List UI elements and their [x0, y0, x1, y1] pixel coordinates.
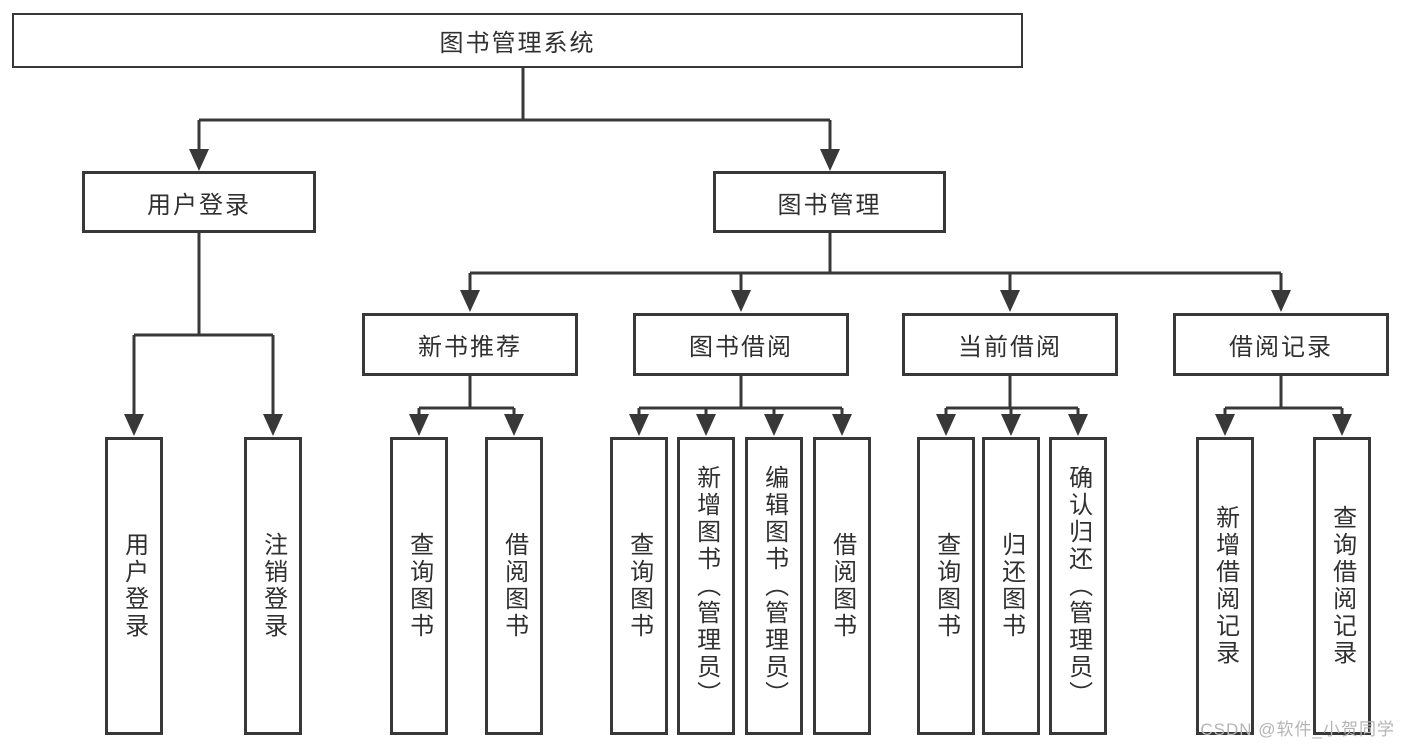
arrow-icon	[832, 414, 852, 436]
arrow-icon	[936, 414, 956, 436]
leaf-add-borrow-record: 新增借阅记录	[1196, 437, 1254, 735]
arrowheads	[124, 149, 1352, 436]
node-current-borrowing: 当前借阅	[902, 313, 1118, 376]
arrow-icon	[1271, 290, 1291, 312]
leaf-query-borrow-record: 查询借阅记录	[1313, 437, 1371, 735]
node-new-book-recommendation: 新书推荐	[362, 313, 578, 376]
leaf-query-books-current-label: 查询图书	[932, 532, 960, 640]
arrow-icon	[1332, 414, 1352, 436]
leaf-logout-label: 注销登录	[259, 532, 287, 640]
node-book-borrowing: 图书借阅	[633, 313, 849, 376]
leaf-add-books-admin-label: 新增图书（管理员）	[692, 464, 720, 708]
leaf-borrow-books-borrowing: 借阅图书	[813, 437, 871, 735]
leaf-return-books-label: 归还图书	[997, 532, 1025, 640]
arrow-icon	[1000, 290, 1020, 312]
leaf-edit-books-admin: 编辑图书（管理员）	[745, 437, 803, 735]
arrow-icon	[1215, 414, 1235, 436]
watermark: CSDN @软件_小贺同学	[1200, 720, 1395, 739]
leaf-add-borrow-record-label: 新增借阅记录	[1211, 505, 1239, 667]
leaf-query-borrow-record-label: 查询借阅记录	[1328, 505, 1356, 667]
leaf-query-books-recommend: 查询图书	[390, 437, 448, 735]
arrow-icon	[696, 414, 716, 436]
leaf-confirm-return-admin-label: 确认归还（管理员）	[1064, 464, 1092, 708]
leaf-user-login: 用户登录	[105, 437, 163, 735]
leaf-user-login-label: 用户登录	[120, 532, 148, 640]
node-user-login: 用户登录	[82, 171, 316, 233]
arrow-icon	[820, 149, 840, 171]
arrow-icon	[263, 414, 283, 436]
leaf-add-books-admin: 新增图书（管理员）	[677, 437, 735, 735]
node-library-management-system: 图书管理系统	[12, 13, 1023, 68]
arrow-icon	[1001, 414, 1021, 436]
arrow-icon	[189, 149, 209, 171]
leaf-query-books-current: 查询图书	[917, 437, 975, 735]
leaf-borrow-books-recommend-label: 借阅图书	[500, 532, 528, 640]
node-book-management: 图书管理	[713, 171, 946, 233]
node-borrowing-records: 借阅记录	[1173, 313, 1389, 376]
arrow-icon	[629, 414, 649, 436]
leaf-logout: 注销登录	[244, 437, 302, 735]
arrow-icon	[1068, 414, 1088, 436]
leaf-edit-books-admin-label: 编辑图书（管理员）	[760, 464, 788, 708]
arrow-icon	[124, 414, 144, 436]
arrow-icon	[731, 290, 751, 312]
leaf-query-books-recommend-label: 查询图书	[405, 532, 433, 640]
arrow-icon	[764, 414, 784, 436]
arrow-icon	[504, 414, 524, 436]
connector-path	[132, 68, 1344, 416]
leaf-borrow-books-borrowing-label: 借阅图书	[828, 532, 856, 640]
leaf-query-books-borrowing-label: 查询图书	[625, 532, 653, 640]
leaf-confirm-return-admin: 确认归还（管理员）	[1049, 437, 1107, 735]
arrow-icon	[460, 290, 480, 312]
arrow-icon	[409, 414, 429, 436]
leaf-query-books-borrowing: 查询图书	[610, 437, 668, 735]
leaf-borrow-books-recommend: 借阅图书	[485, 437, 543, 735]
leaf-return-books: 归还图书	[982, 437, 1040, 735]
